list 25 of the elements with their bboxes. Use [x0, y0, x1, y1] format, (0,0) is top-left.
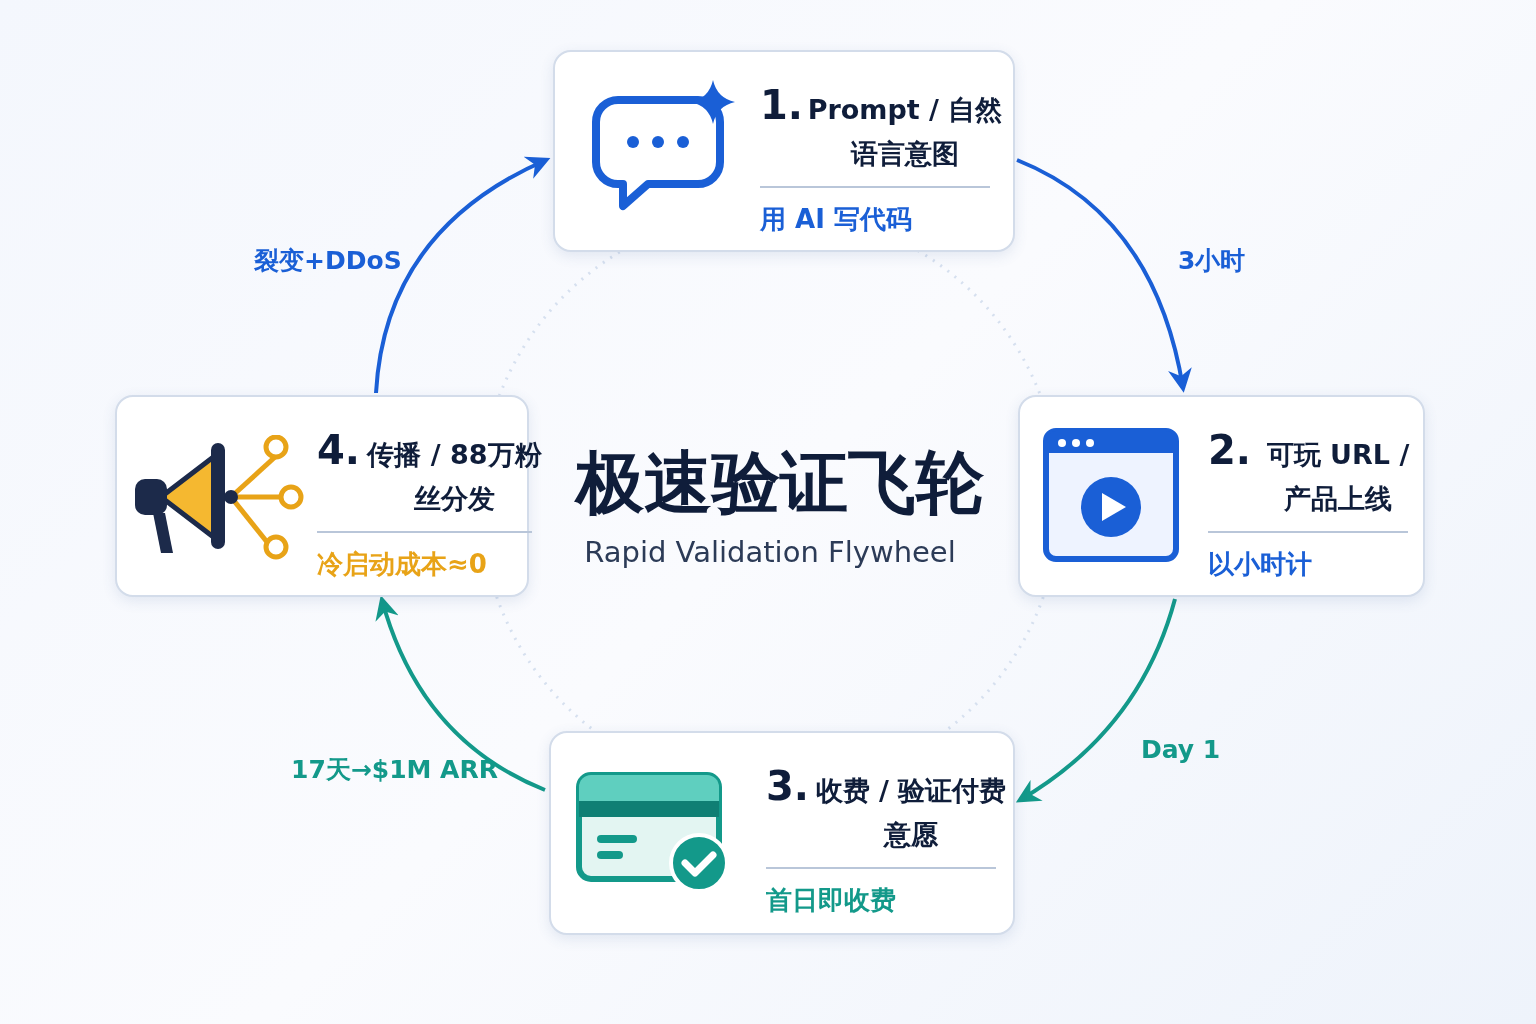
arrow	[376, 595, 546, 792]
edge-label: 17天→$1M ARR	[291, 754, 498, 786]
step-title: 可玩 URL / 产品上线	[1265, 438, 1411, 516]
step-note: 用 AI 写代码	[760, 203, 912, 236]
step-note: 首日即收费	[766, 884, 896, 917]
edge-label: 3小时	[1178, 245, 1246, 277]
step-number: 2.	[1208, 427, 1252, 473]
step-number: 4.	[317, 427, 361, 473]
arrow	[374, 157, 551, 394]
edge-label: 裂变+DDoS	[254, 245, 402, 277]
step-title: 收费 / 验证付费意愿	[814, 774, 1008, 852]
step-card	[553, 50, 1015, 252]
step-note: 以小时计	[1208, 548, 1312, 581]
title: 极速验证飞轮	[573, 442, 985, 524]
step-card	[1018, 395, 1425, 597]
arrow	[1015, 598, 1177, 803]
arrow	[1016, 158, 1192, 393]
step-note: 冷启动成本≈0	[317, 548, 487, 581]
step-title: 传播 / 88万粉丝分发	[365, 438, 543, 516]
step-number: 3.	[766, 763, 810, 809]
step-title: Prompt / 自然语言意图	[806, 93, 1004, 171]
step-number: 1.	[760, 82, 804, 128]
edge-label: Day 1	[1141, 735, 1221, 764]
step-card	[549, 731, 1015, 935]
subtitle: Rapid Validation Flywheel	[583, 535, 957, 569]
